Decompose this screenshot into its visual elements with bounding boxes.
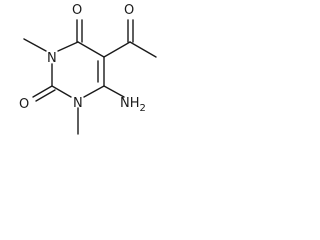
atom-n1-label: N [73,96,83,111]
bond-c5-acetyl [103,41,131,58]
bond-n3-methyl [23,38,47,52]
bond-c6-n1 [83,85,105,98]
atom-o2-label: O [19,97,29,112]
bond-c2-o2 [32,85,53,98]
bond-n1-c2 [51,85,72,98]
bond-acetyl-methyl [129,41,157,58]
bond-c6-amino [103,85,125,98]
molecule-drawing: O O N O N NH2 [19,3,157,135]
atom-o4-label: O [72,3,82,18]
atom-n3-label: N [47,51,57,66]
atom-amino-label: NH2 [120,96,146,114]
amino-nh: NH [120,96,140,111]
bond-n3-c4 [57,41,79,52]
bond-c2-o2-second [35,89,56,102]
bonds [23,19,157,135]
amino-subscript: 2 [140,103,146,114]
bond-c4-c5 [77,41,105,58]
atom-acetyl-o-label: O [124,3,134,18]
structure-canvas: O O N O N NH2 [0,0,186,172]
